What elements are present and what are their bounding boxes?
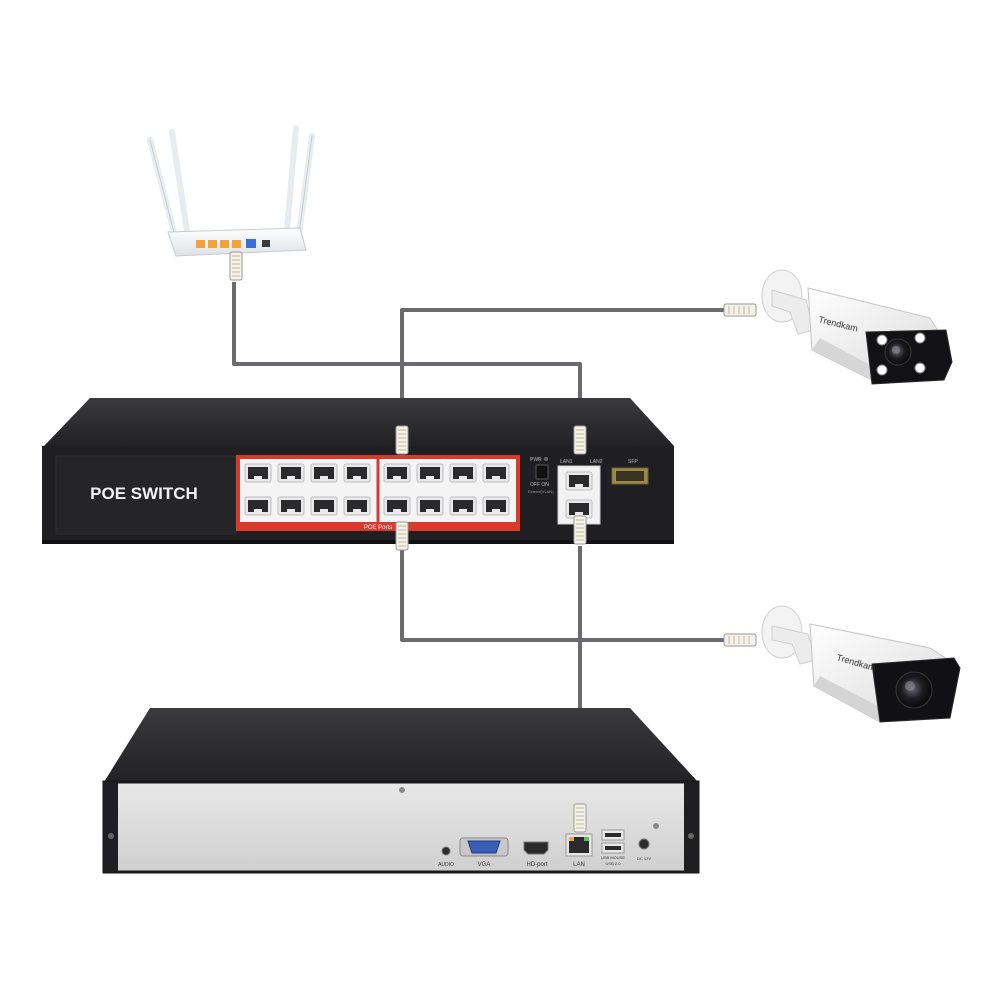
cable-switch-to-camera2 <box>402 546 724 640</box>
poe-port <box>344 464 370 482</box>
rj45-connector-icon <box>574 426 586 454</box>
poe-port <box>278 497 304 515</box>
poe-port <box>483 497 509 515</box>
poe-port <box>311 464 337 482</box>
hdmi-label: HD-port <box>526 862 547 868</box>
rj45-connector-icon <box>724 634 756 646</box>
bullet-camera-icon: Trendkam <box>762 606 960 722</box>
rj45-connector-icon <box>574 516 586 544</box>
sfp-label: SFP <box>628 459 638 465</box>
nvr-lan-port <box>566 834 592 856</box>
poe-port <box>384 464 410 482</box>
poe-port <box>311 497 337 515</box>
vga-port-icon <box>460 838 508 856</box>
camera-1: Trendkam <box>724 270 952 384</box>
poe-port <box>450 497 476 515</box>
poe-port <box>417 497 443 515</box>
dc-port <box>639 839 649 849</box>
toggle-label: OFF ON <box>530 482 549 488</box>
uplink-port-lan2 <box>566 500 592 518</box>
vga-label: VGA <box>478 862 491 868</box>
poe-port <box>483 464 509 482</box>
bullet-camera-icon: Trendkam <box>762 270 952 384</box>
rj45-connector-icon <box>574 804 586 832</box>
poe-switch: POE SWITCH POE Ports PWR OFF <box>42 398 674 550</box>
lan2-label: LAN2 <box>590 459 603 465</box>
usb-label: USB MOUSE <box>601 855 625 860</box>
hdmi-port-icon <box>524 842 548 854</box>
poe-port <box>278 464 304 482</box>
rj45-connector-icon <box>396 426 408 454</box>
poe-port <box>384 497 410 515</box>
rj45-connector-icon <box>396 522 408 550</box>
extend-toggle <box>536 465 548 479</box>
switch-title: POE SWITCH <box>90 484 198 503</box>
pwr-led <box>544 457 548 461</box>
poe-port <box>417 464 443 482</box>
poe-port <box>245 497 271 515</box>
rj45-connector-icon <box>230 252 242 280</box>
poe-port <box>344 497 370 515</box>
lan-label: LAN <box>573 862 585 868</box>
pwr-label: PWR <box>530 457 542 463</box>
toggle-caption: Extend(VLAN) <box>528 489 554 494</box>
poe-port <box>245 464 271 482</box>
camera-2: Trendkam <box>724 606 960 722</box>
rj45-connector-icon <box>724 304 756 316</box>
poe-port <box>450 464 476 482</box>
lan1-label: LAN1 <box>560 459 573 465</box>
poe-ports-label: POE Ports <box>364 525 392 531</box>
router <box>150 128 312 280</box>
router-icon <box>150 128 312 256</box>
nvr: AUDIO VGA HD-port LAN USB MOUSE USB 2.0 <box>104 708 698 872</box>
uplink-port-lan1 <box>566 472 592 490</box>
usb2-label: USB 2.0 <box>606 861 622 866</box>
dc-label: DC 12V <box>637 856 651 861</box>
audio-port <box>442 847 450 855</box>
audio-label: AUDIO <box>438 862 454 868</box>
